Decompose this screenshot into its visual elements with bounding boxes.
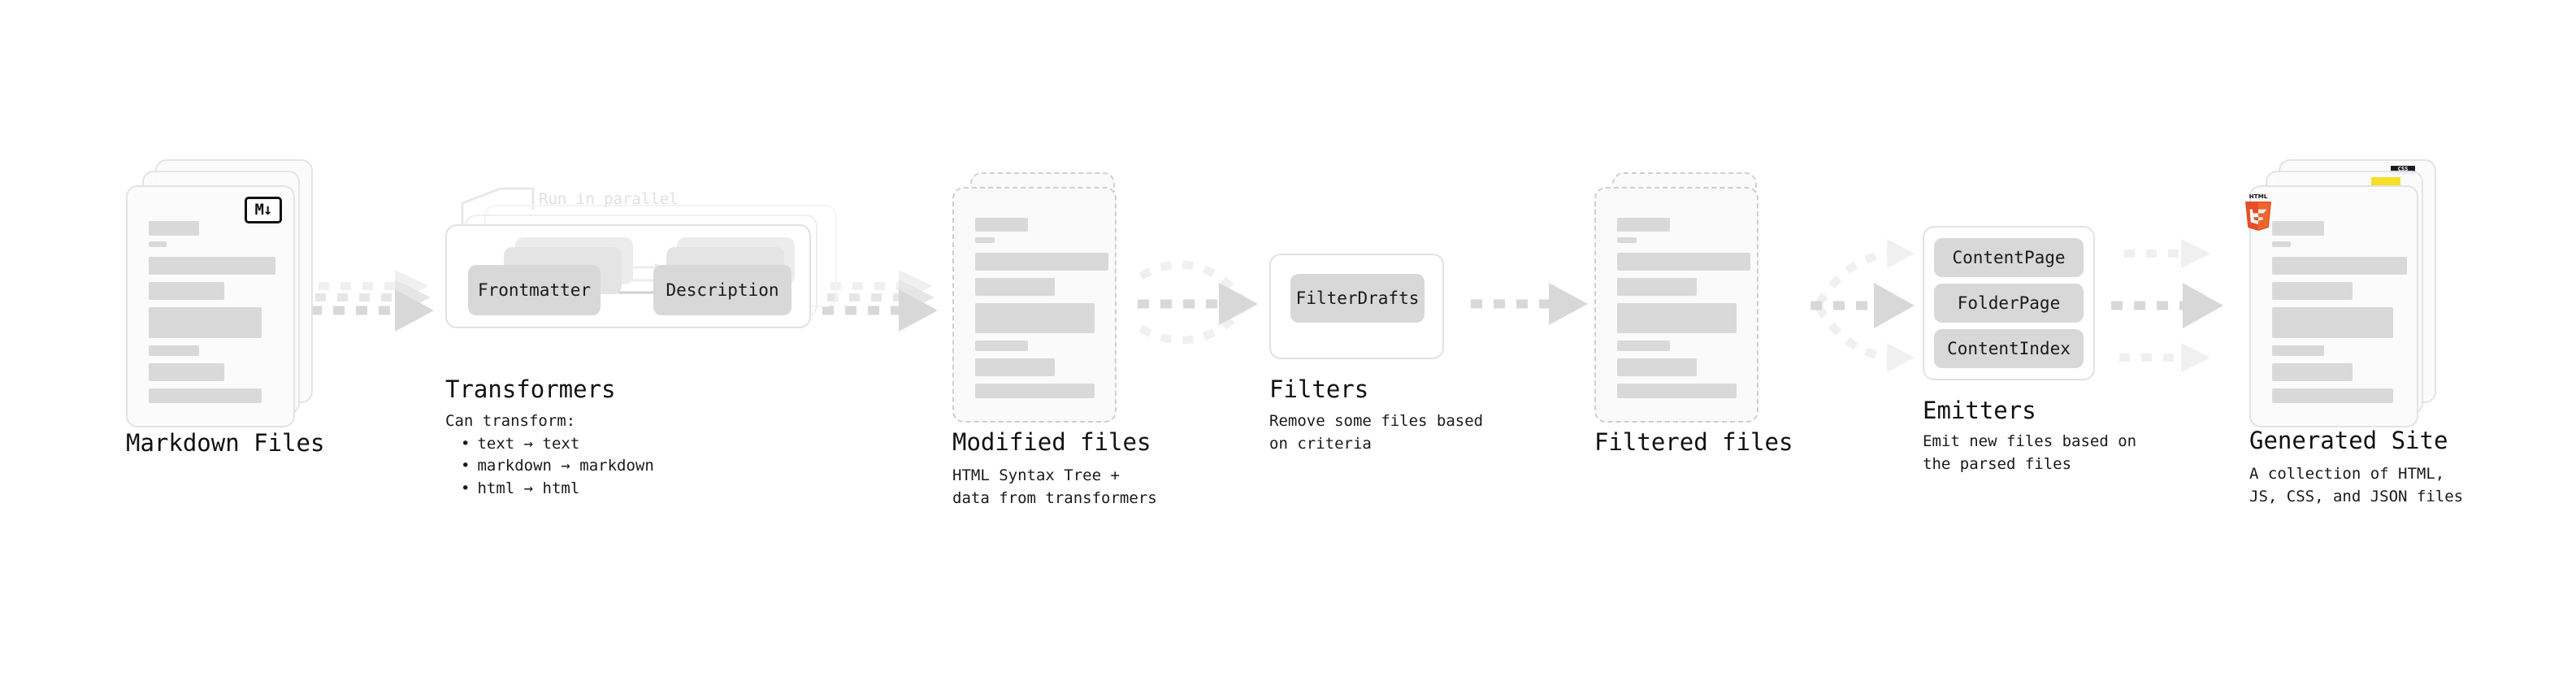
skeleton-bar (1617, 358, 1697, 376)
html5-icon: HTML (2241, 192, 2275, 231)
stage-transformers: Frontmatter Description (445, 189, 852, 343)
skeleton-bar (149, 388, 262, 403)
svg-text:HTML: HTML (2249, 193, 2268, 200)
skeleton-bar (2272, 282, 2353, 300)
skeleton-bar (975, 303, 1095, 333)
file-sheet-front (952, 187, 1117, 423)
connector-modified-to-filters (1138, 260, 1258, 345)
skeleton-bar (149, 282, 224, 300)
skeleton-bar (975, 384, 1095, 398)
generated-file-stack: CSS HTML (2245, 159, 2444, 427)
markdown-file-stack: M↓ (126, 159, 313, 427)
skeleton-bar (975, 358, 1055, 376)
stage-desc-generated-site: A collection of HTML, JS, CSS, and JSON … (2249, 465, 2464, 505)
stage-desc-emitters: Emit new files based on the parsed files (1923, 432, 2137, 473)
transform-list-item: markdown → markdown (461, 455, 653, 478)
modified-file-stack (952, 172, 1131, 432)
skeleton-bar (2272, 363, 2353, 381)
skeleton-bar (975, 278, 1055, 296)
skeleton-bar (1617, 303, 1737, 333)
run-in-parallel-label: Run in parallel (539, 190, 679, 208)
skeleton-bar (2272, 345, 2324, 356)
transform-list-item: text → text (461, 433, 654, 456)
stage-title-filtered-files: Filtered files (1594, 428, 1793, 456)
skeleton-bar (1617, 237, 1637, 243)
transformers-capability-list: Can transform: text → text markdown → ma… (445, 410, 654, 500)
skeleton-bars (1617, 218, 1750, 406)
skeleton-bar (975, 218, 1028, 232)
skeleton-bar (2272, 221, 2324, 236)
skeleton-bar (2272, 388, 2393, 403)
stage-filtered-files (1594, 172, 1773, 432)
chip-frontmatter[interactable]: Frontmatter (468, 265, 601, 315)
stage-title-markdown-files: Markdown Files (126, 429, 325, 457)
markdown-icon: M↓ (245, 197, 282, 223)
stage-desc-modified-files: HTML Syntax Tree + data from transformer… (952, 466, 1157, 507)
skeleton-bar (1617, 384, 1737, 398)
skeleton-bar (975, 237, 995, 243)
skeleton-bar (975, 253, 1108, 271)
skeleton-bars (149, 221, 275, 410)
skeleton-bar (149, 221, 199, 236)
connector-filtered-to-emitters (1811, 239, 1915, 372)
skeleton-bar (975, 340, 1028, 351)
skeleton-bar (149, 363, 224, 381)
stage-title-transformers: Transformers (445, 375, 616, 403)
stage-title-filters: Filters (1269, 375, 1369, 403)
chip-folderpage[interactable]: FolderPage (1934, 284, 2084, 323)
skeleton-bars (2272, 221, 2407, 410)
skeleton-bar (149, 307, 262, 338)
chip-contentpage[interactable]: ContentPage (1934, 238, 2084, 277)
file-sheet-front: M↓ (126, 185, 295, 427)
stage-title-emitters: Emitters (1923, 397, 2036, 424)
file-sheet-front: HTML (2245, 185, 2418, 427)
skeleton-bars (975, 218, 1108, 406)
connector-emitters-to-site (2111, 239, 2223, 372)
skeleton-bar (2272, 241, 2291, 247)
transform-list-lead: Can transform: (445, 412, 576, 430)
stage-title-modified-files: Modified files (952, 428, 1151, 456)
skeleton-bar (1617, 340, 1670, 351)
file-sheet-front (1594, 187, 1759, 423)
chip-description[interactable]: Description (653, 265, 791, 315)
connector-markdown-to-transformers (310, 270, 434, 332)
skeleton-bar (2272, 257, 2407, 275)
skeleton-bar (149, 241, 167, 247)
stage-modified-files (952, 172, 1131, 432)
stage-title-generated-site: Generated Site (2249, 427, 2448, 454)
chip-contentindex[interactable]: ContentIndex (1934, 329, 2084, 368)
skeleton-bar (149, 345, 199, 356)
stage-generated-site: CSS HTML (2245, 159, 2444, 427)
filtered-file-stack (1594, 172, 1773, 432)
connector-filters-to-filtered (1471, 283, 1588, 325)
skeleton-bar (149, 257, 275, 275)
skeleton-bar (2272, 307, 2393, 338)
skeleton-bar (1617, 278, 1697, 296)
stage-markdown-files: M↓ (126, 159, 313, 427)
skeleton-bar (1617, 253, 1750, 271)
stage-desc-filters: Remove some files based on criteria (1269, 412, 1484, 453)
skeleton-bar (1617, 218, 1670, 232)
transform-list-item: html → html (461, 478, 654, 501)
chip-filterdrafts[interactable]: FilterDrafts (1290, 274, 1425, 323)
